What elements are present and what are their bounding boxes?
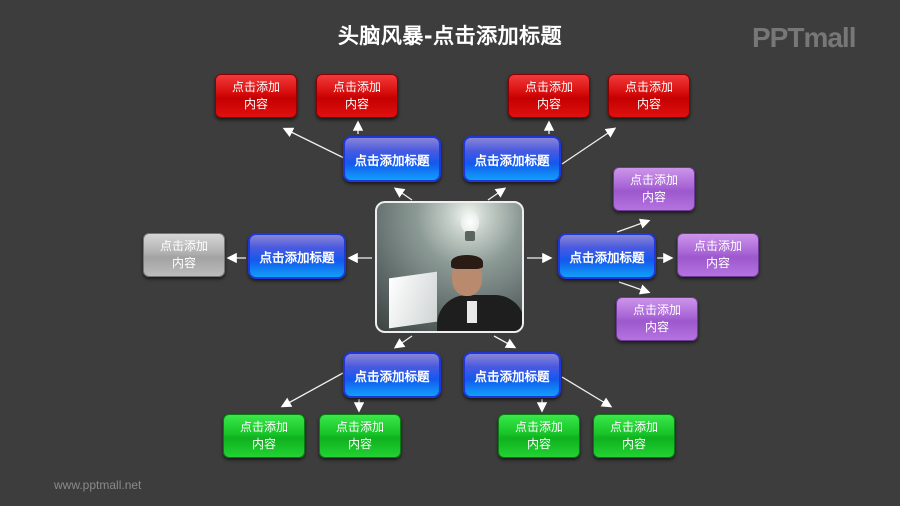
leaf-purple-2[interactable]: 点击添加内容 — [677, 233, 759, 277]
leaf-text-line2: 内容 — [526, 437, 551, 451]
lightbulb-icon — [461, 211, 479, 233]
leaf-text-line1: 点击添加 — [231, 80, 280, 94]
leaf-green-2[interactable]: 点击添加内容 — [319, 414, 401, 458]
leaf-text-line2: 内容 — [644, 320, 669, 334]
leaf-text-line2: 内容 — [621, 437, 646, 451]
hub-left[interactable]: 点击添加标题 — [248, 233, 346, 279]
leaf-text-line1: 点击添加 — [159, 239, 208, 253]
leaf-red-4[interactable]: 点击添加内容 — [608, 74, 690, 118]
leaf-text-line2: 内容 — [705, 256, 730, 270]
leaf-text-line2: 内容 — [243, 97, 268, 111]
leaf-green-4[interactable]: 点击添加内容 — [593, 414, 675, 458]
leaf-green-3[interactable]: 点击添加内容 — [498, 414, 580, 458]
leaf-red-2[interactable]: 点击添加内容 — [316, 74, 398, 118]
center-photo — [375, 201, 524, 333]
hub-top-left[interactable]: 点击添加标题 — [343, 136, 441, 182]
leaf-text-line1: 点击添加 — [693, 239, 742, 253]
leaf-text-line1: 点击添加 — [335, 420, 384, 434]
leaf-text-line1: 点击添加 — [239, 420, 288, 434]
hub-top-right[interactable]: 点击添加标题 — [463, 136, 561, 182]
leaf-text-line1: 点击添加 — [624, 80, 673, 94]
leaf-text-line2: 内容 — [641, 190, 666, 204]
leaf-text-line1: 点击添加 — [524, 80, 573, 94]
person-shirt — [467, 301, 477, 323]
leaf-text-line1: 点击添加 — [609, 420, 658, 434]
hub-right[interactable]: 点击添加标题 — [558, 233, 656, 279]
leaf-text-line2: 内容 — [636, 97, 661, 111]
leaf-red-3[interactable]: 点击添加内容 — [508, 74, 590, 118]
leaf-purple-1[interactable]: 点击添加内容 — [613, 167, 695, 211]
leaf-text-line2: 内容 — [171, 256, 196, 270]
hub-bottom-left[interactable]: 点击添加标题 — [343, 352, 441, 398]
lightbulb-base — [465, 231, 475, 241]
page-title: 头脑风暴-点击添加标题 — [337, 24, 563, 48]
footer-url: www.pptmall.net — [54, 478, 142, 492]
leaf-green-1[interactable]: 点击添加内容 — [223, 414, 305, 458]
leaf-text-line1: 点击添加 — [514, 420, 563, 434]
person-body — [437, 295, 522, 331]
leaf-text-line1: 点击添加 — [632, 303, 681, 317]
leaf-text-line1: 点击添加 — [629, 173, 678, 187]
leaf-gray-1[interactable]: 点击添加内容 — [143, 233, 225, 277]
leaf-text-line2: 内容 — [251, 437, 276, 451]
leaf-red-1[interactable]: 点击添加内容 — [215, 74, 297, 118]
leaf-text-line2: 内容 — [347, 437, 372, 451]
leaf-text-line2: 内容 — [344, 97, 369, 111]
leaf-text-line1: 点击添加 — [332, 80, 381, 94]
person-hair — [451, 255, 483, 269]
pptmall-logo: PPTmall — [752, 22, 856, 53]
hub-bottom-right[interactable]: 点击添加标题 — [463, 352, 561, 398]
computer-monitor — [389, 271, 437, 329]
leaf-text-line2: 内容 — [536, 97, 561, 111]
leaf-purple-3[interactable]: 点击添加内容 — [616, 297, 698, 341]
